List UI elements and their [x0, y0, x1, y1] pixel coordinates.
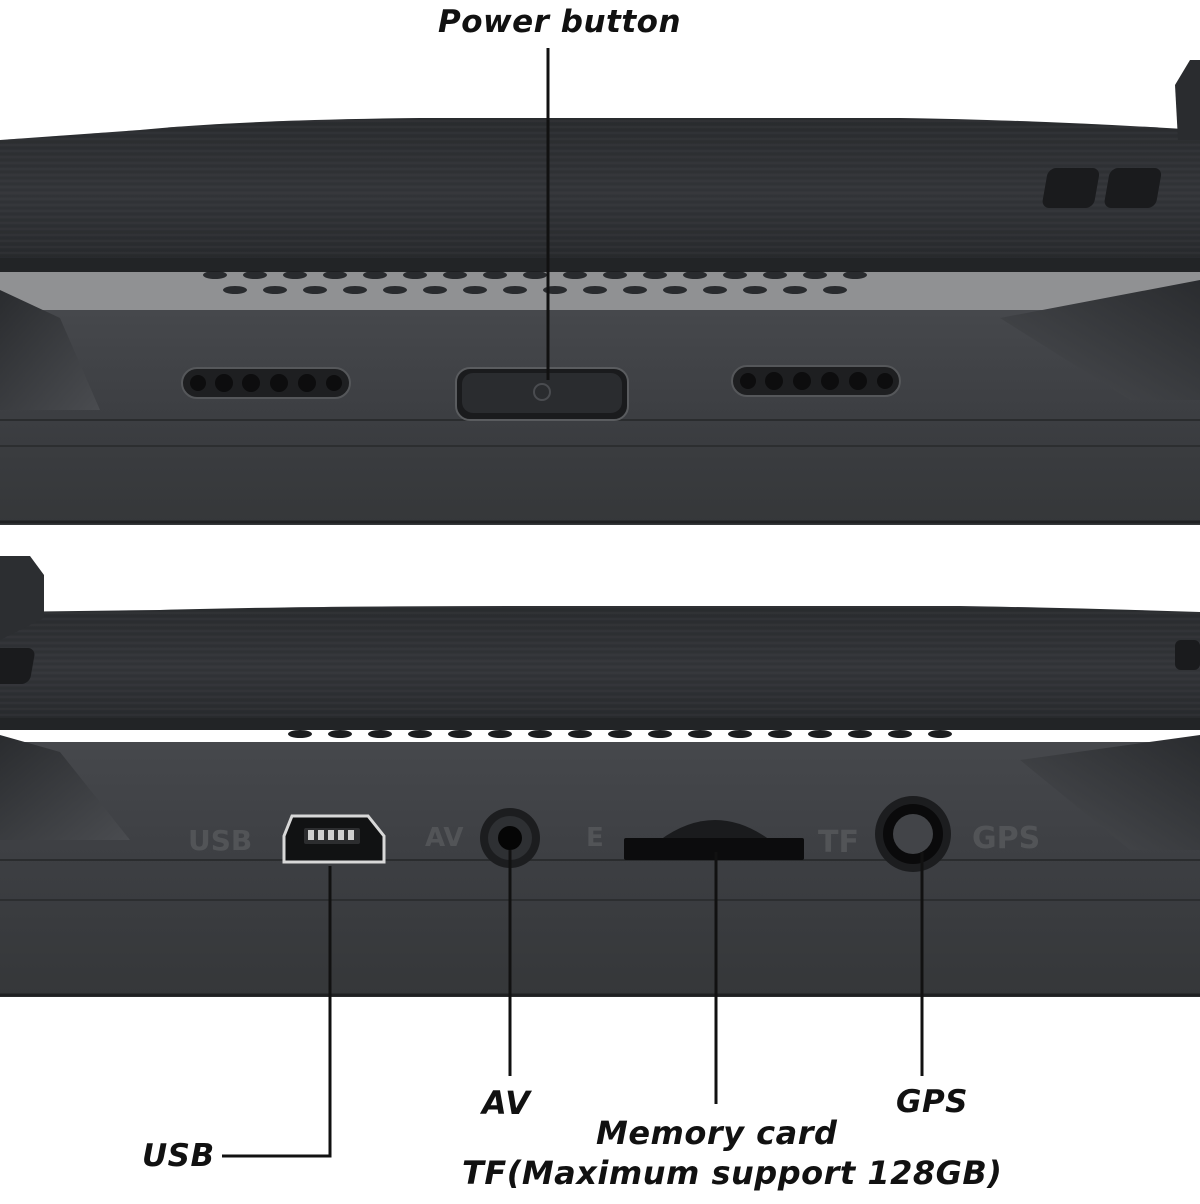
embossed-usb: USB [188, 824, 252, 857]
memory-card-capacity-label: TF(Maximum support 128GB) [462, 1154, 1003, 1192]
embossed-gps: GPS [972, 821, 1040, 856]
leader-lines [222, 48, 924, 1158]
bottom-device: USB AV E TF GPS [0, 556, 1200, 997]
usb-port[interactable] [282, 814, 386, 864]
power-button-label: Power button [438, 4, 682, 40]
embossed-tf: TF [818, 825, 859, 860]
av-label: AV [482, 1084, 531, 1122]
usb-label: USB [142, 1138, 215, 1174]
gps-port[interactable] [875, 796, 951, 872]
bottom-speaker-grille [288, 730, 952, 738]
left-speaker-slot [181, 367, 351, 399]
embossed-e: E [586, 823, 604, 853]
memory-card-slot[interactable] [624, 820, 804, 860]
memory-card-label: Memory card [596, 1114, 838, 1152]
embossed-av: AV [425, 823, 463, 853]
right-speaker-slot [731, 365, 901, 397]
gps-label: GPS [896, 1084, 968, 1120]
usb-leader-line [222, 866, 332, 1158]
av-jack[interactable] [480, 808, 540, 868]
power-icon [533, 383, 551, 401]
top-vent-right [1042, 168, 1162, 208]
bottom-vent-left [0, 648, 35, 684]
power-button[interactable] [455, 367, 629, 421]
top-device [0, 60, 1200, 525]
